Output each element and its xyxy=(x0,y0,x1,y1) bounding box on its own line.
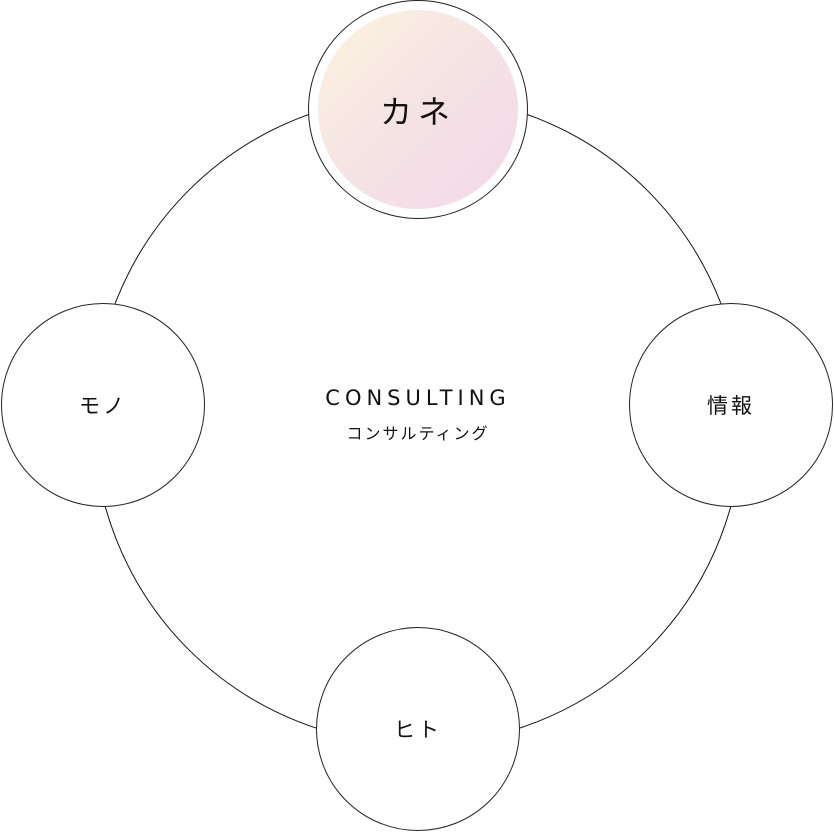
node-money-highlight: カネ xyxy=(318,10,518,209)
node-money-label: カネ xyxy=(379,92,456,131)
center-title: CONSULTING xyxy=(325,386,511,410)
node-money: カネ xyxy=(308,0,528,219)
node-information-label: 情報 xyxy=(707,394,755,418)
node-people: ヒト xyxy=(316,627,520,831)
node-things-label: モノ xyxy=(79,394,127,418)
node-people-label: ヒト xyxy=(394,718,442,742)
node-things: モノ xyxy=(1,303,205,507)
node-information: 情報 xyxy=(629,303,833,507)
center-label: CONSULTING コンサルティング xyxy=(218,386,618,444)
center-subtitle: コンサルティング xyxy=(346,424,490,443)
